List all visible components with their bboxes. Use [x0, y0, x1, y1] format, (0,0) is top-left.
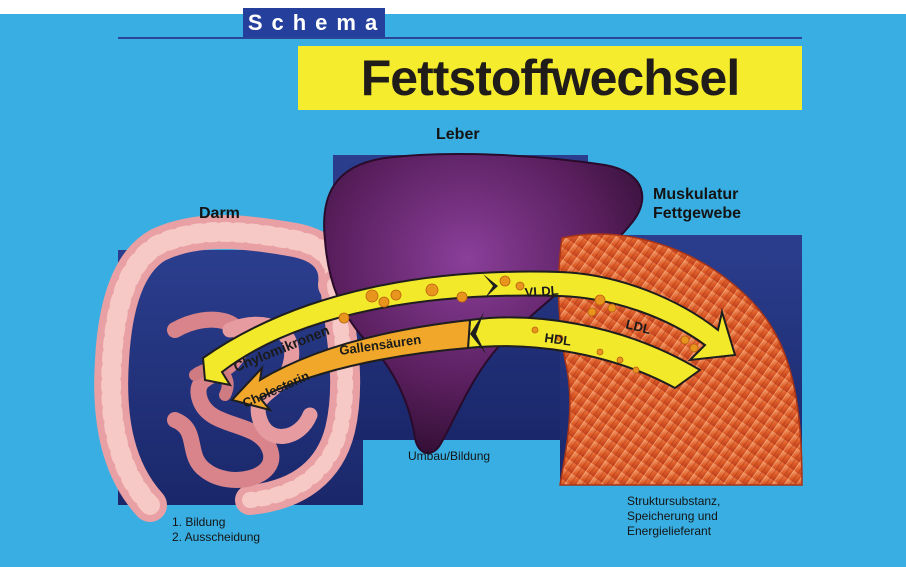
intestine-caption: 1. Bildung 2. Ausscheidung — [172, 515, 260, 545]
liver-caption: Umbau/Bildung — [408, 449, 490, 464]
liver-label: Leber — [436, 126, 480, 144]
muscle-label: Muskulatur Fettgewebe — [653, 185, 741, 223]
label-vldl: VLDL — [524, 283, 559, 300]
muscle-caption: Struktursubstanz, Speicherung und Energi… — [627, 494, 720, 539]
intestine-label: Darm — [199, 205, 240, 223]
